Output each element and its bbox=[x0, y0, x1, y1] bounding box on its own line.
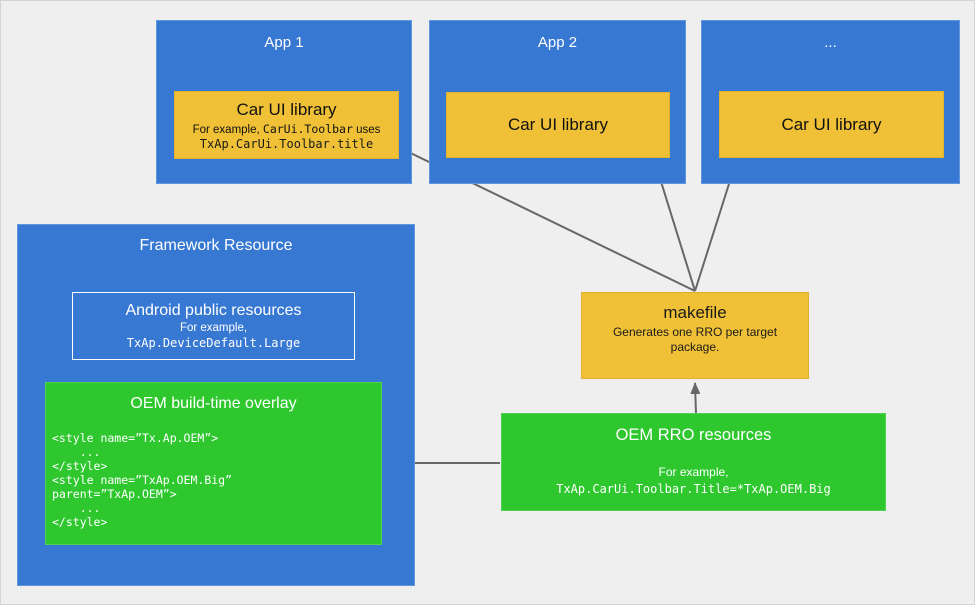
framework-resource-title: Framework Resource bbox=[139, 237, 293, 254]
app1-library-example-code2: TxAp.CarUi.Toolbar.title bbox=[199, 136, 374, 151]
app1-title: App 1 bbox=[264, 34, 304, 51]
oem-rro-example-label: For example, bbox=[658, 465, 729, 479]
arrow-oemrro-to-makefile bbox=[690, 382, 701, 415]
oem-build-time-overlay-title: OEM build-time overlay bbox=[130, 395, 297, 412]
example-suffix: uses bbox=[352, 123, 381, 136]
app-more-car-ui-library-box: Car UI library bbox=[719, 91, 944, 158]
app2-box: App 2 Car UI library bbox=[429, 20, 686, 184]
framework-resource-box: Framework Resource Android public resour… bbox=[17, 224, 415, 586]
android-public-resources-title: Android public resources bbox=[125, 302, 302, 319]
example-prefix: For example, bbox=[192, 123, 263, 136]
app1-car-ui-library-box: Car UI library For example, CarUi.Toolba… bbox=[174, 91, 399, 159]
example-code: CarUi.Toolbar bbox=[262, 121, 353, 136]
oem-build-time-overlay-box: OEM build-time overlay <style name=”Tx.A… bbox=[45, 382, 382, 545]
app1-box: App 1 Car UI library For example, CarUi.… bbox=[156, 20, 412, 184]
app-more-box: ... Car UI library bbox=[701, 20, 960, 184]
makefile-box: makefile Generates one RRO per target pa… bbox=[581, 292, 809, 379]
app2-title: App 2 bbox=[537, 34, 578, 51]
app-more-title: ... bbox=[824, 34, 837, 51]
app-more-library-title: Car UI library bbox=[781, 114, 882, 134]
android-public-resources-box: Android public resources For example, Tx… bbox=[72, 292, 355, 360]
app2-library-title: Car UI library bbox=[507, 115, 609, 134]
oem-rro-resources-title: OEM RRO resources bbox=[615, 426, 772, 444]
oem-rro-example-code: TxAp.CarUi.Toolbar.Title=*TxAp.OEM.Big bbox=[556, 482, 831, 496]
makefile-title: makefile bbox=[663, 303, 727, 322]
app1-library-title: Car UI library bbox=[236, 99, 337, 119]
makefile-subtitle: Generates one RRO per target package. bbox=[612, 325, 778, 354]
public-resources-example-code: TxAp.DeviceDefault.Large bbox=[126, 336, 301, 350]
oem-rro-resources-box: OEM RRO resources For example, TxAp.CarU… bbox=[501, 413, 886, 511]
app2-car-ui-library-box: Car UI library bbox=[446, 92, 670, 158]
app1-library-example-line: For example, CarUi.Toolbar uses bbox=[193, 122, 381, 136]
public-resources-example-label: For example, bbox=[179, 322, 248, 334]
oem-overlay-code: <style name=”Tx.Ap.OEM”> ... </style> <s… bbox=[52, 431, 233, 529]
